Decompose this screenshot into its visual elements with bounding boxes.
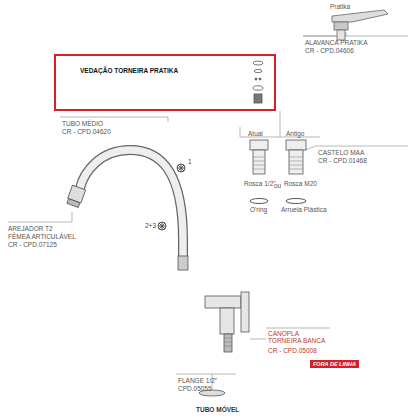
part-name: Arruela Plástica (281, 206, 327, 213)
part-name: TUBO MÉDIO (62, 120, 103, 127)
part-name: AREJADOR T2 (8, 225, 53, 232)
part-name: FÊMEA ARTICULÁVEL (8, 233, 76, 240)
part-name: ALAVANCA PRATIKA (305, 39, 368, 46)
part-code: CPD.05055 (178, 385, 212, 392)
option-word: ou (274, 182, 281, 189)
discontinued-badge: FORA DE LINHA (310, 360, 359, 368)
callout-number: 1 (188, 158, 192, 165)
part-code: CR - CPD.04620 (62, 128, 111, 135)
part-name: CASTELO MAA (318, 149, 364, 156)
part-code: CR - CPD.07125 (8, 241, 57, 248)
brand-label: Pratika (330, 3, 350, 10)
variant-label: Atual (248, 130, 263, 137)
variant-label: Antigo (286, 130, 304, 137)
node-text: FORA DE LINHA (313, 361, 356, 367)
part-name: TUBO MÓVEL (196, 406, 239, 413)
part-name: FLANGE 1/2" (178, 377, 217, 384)
node-text: VEDAÇÃO TORNEIRA PRATIKA (80, 67, 275, 74)
thread-spec: Rosca 1/2" (244, 180, 276, 187)
highlight-box (55, 55, 275, 110)
part-code: CR - CPD.04606 (305, 47, 354, 54)
thread-spec: Rosca M20 (284, 180, 317, 187)
part-code: CR - CPD.05008 (268, 347, 317, 354)
part-name: O'ring (250, 206, 267, 213)
part-code: CR - CPD.01468 (318, 157, 367, 164)
callout-number: 2+3 (145, 222, 156, 229)
seal-kit-box: VEDAÇÃO TORNEIRA PRATIKA (55, 55, 275, 110)
part-name: CANOPLA TORNEIRA BANCA (268, 330, 326, 345)
